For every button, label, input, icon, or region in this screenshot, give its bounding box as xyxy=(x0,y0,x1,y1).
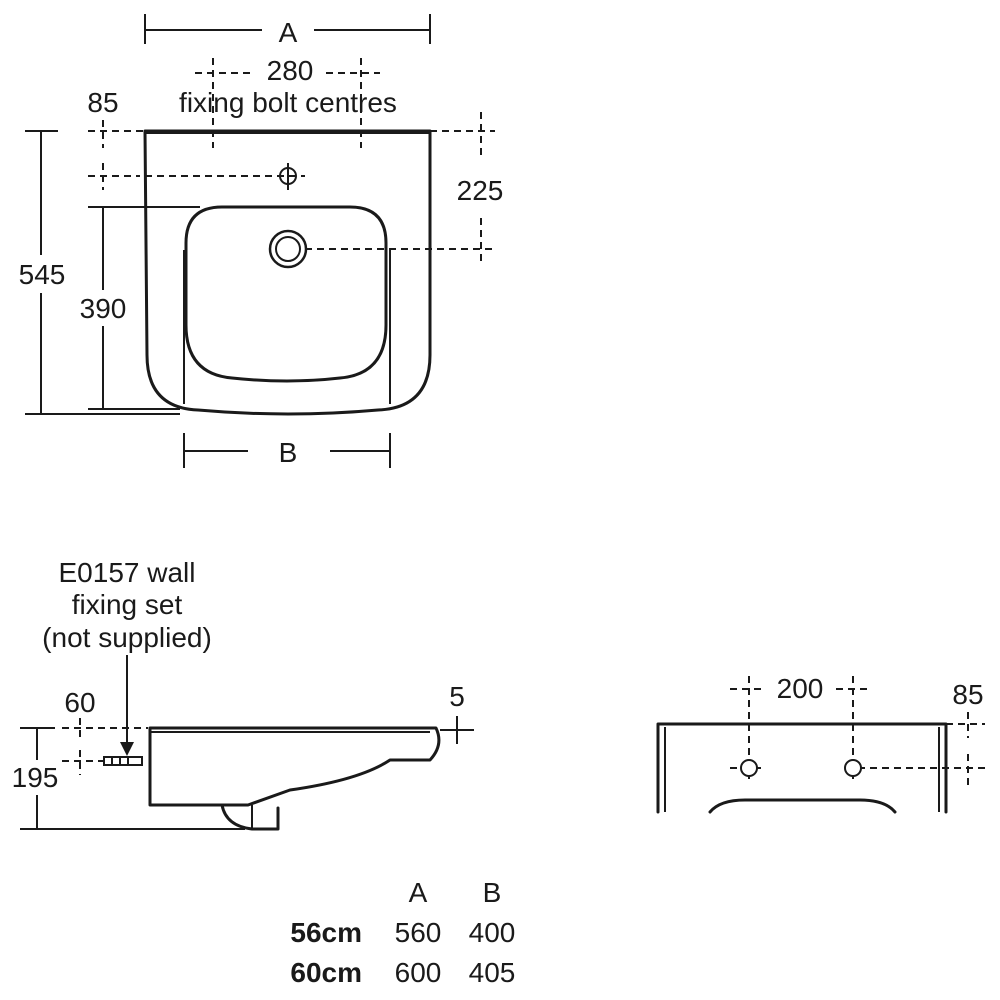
table-a-cell: 600 xyxy=(395,957,442,988)
dimension-depth-bowl: 390 xyxy=(58,206,200,415)
dimension-bolt-edge: 85 xyxy=(87,87,145,190)
dimension-b: B xyxy=(183,433,391,468)
dimension-bolt-spacing: 280 fixing bolt centres xyxy=(179,55,397,148)
rear-bolt-spacing-label: 200 xyxy=(777,673,824,704)
table-row: 56cm 560 400 xyxy=(290,917,515,948)
table-row: 60cm 600 405 xyxy=(290,957,515,988)
dimension-rim-label: 5 xyxy=(449,681,465,712)
table-b-cell: 400 xyxy=(469,917,516,948)
dimension-bolt-edge-label: 85 xyxy=(87,87,118,118)
side-view: E0157 wall fixing set (not supplied) 60 … xyxy=(12,557,474,831)
dimension-height-label: 195 xyxy=(12,762,59,793)
rear-bolt-hole-right-icon xyxy=(844,759,862,777)
rear-bolt-edge-label: 85 xyxy=(952,679,983,710)
dimension-a-label: A xyxy=(279,17,298,48)
table-a-cell: 560 xyxy=(395,917,442,948)
dimension-depth-total: 545 xyxy=(19,130,66,415)
fixing-bolt-caption: fixing bolt centres xyxy=(179,87,397,118)
dimension-a: A xyxy=(144,14,431,48)
dimension-bolt-height-label: 60 xyxy=(64,687,95,718)
bowl-outline xyxy=(184,205,388,383)
rear-view: 200 85 xyxy=(656,673,985,814)
wall-bolt-icon xyxy=(103,756,143,766)
table-b-cell: 405 xyxy=(469,957,516,988)
dimension-b-label: B xyxy=(279,437,298,468)
dimension-tap-offset-label: 225 xyxy=(457,175,504,206)
waste-outlet-icon xyxy=(268,229,308,269)
table-header-b: B xyxy=(483,877,502,908)
table-size-cell: 56cm xyxy=(290,917,362,948)
fixing-set-label-line3: (not supplied) xyxy=(42,622,212,653)
dimension-tap-offset: 225 xyxy=(305,112,503,265)
basin-outline xyxy=(143,129,432,416)
fixing-set-label-line1: E0157 wall xyxy=(59,557,196,588)
rear-bolt-hole-left-icon xyxy=(740,759,758,777)
dimension-depth-bowl-label: 390 xyxy=(80,293,127,324)
top-view: A 280 fixing bolt centres 85 225 xyxy=(19,14,503,468)
fixing-set-label-line2: fixing set xyxy=(72,589,183,620)
dimension-depth-total-label: 545 xyxy=(19,259,66,290)
size-table: A B 56cm 560 400 60cm 600 405 xyxy=(290,877,515,988)
arrow-icon xyxy=(120,742,134,756)
tap-hole-icon xyxy=(145,163,305,190)
table-size-cell: 60cm xyxy=(290,957,362,988)
basin-profile xyxy=(148,726,441,807)
dimension-bolt-spacing-label: 280 xyxy=(267,55,314,86)
rear-basin-outline xyxy=(656,722,948,814)
table-header-a: A xyxy=(409,877,428,908)
